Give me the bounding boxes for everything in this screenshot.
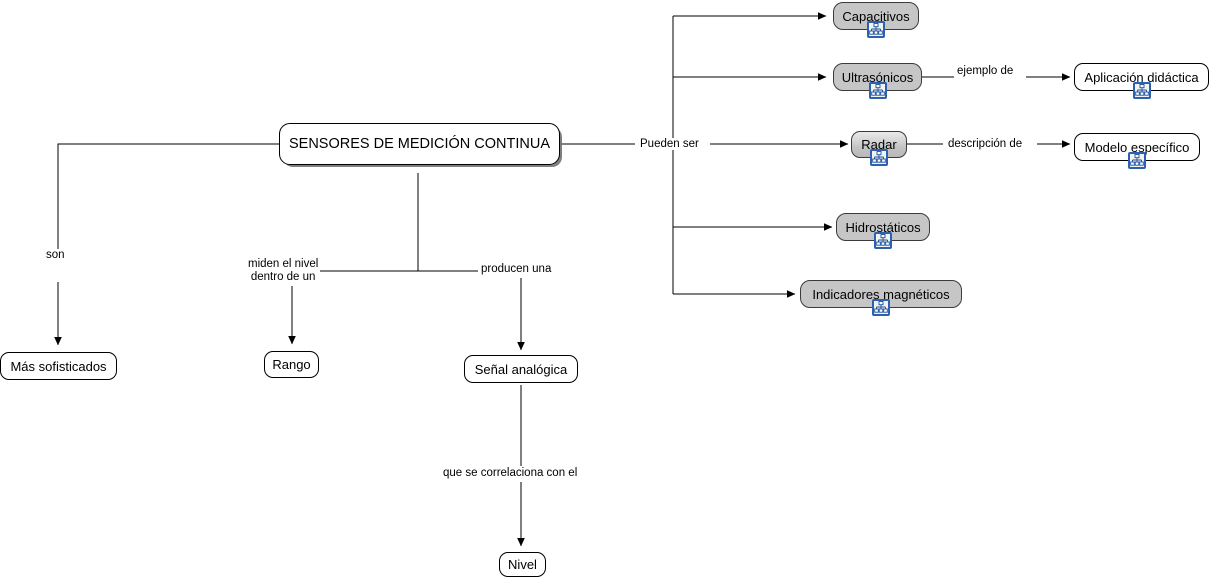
node-indicadores-magneticos[interactable]: Indicadores magnéticos — [800, 280, 962, 316]
node-mas-sofisticados[interactable]: Más sofisticados — [0, 352, 117, 380]
node-label: Radar — [861, 137, 897, 152]
node-aplicacion-didactica[interactable]: Aplicación didáctica — [1074, 63, 1209, 99]
node-label: Nivel — [508, 557, 537, 572]
node-label: Capacitivos — [842, 8, 910, 24]
link-label-descripcion-de: descripción de — [946, 138, 1025, 150]
link-label-pueden-ser: Pueden ser — [638, 138, 701, 150]
node-label: Ultrasónicos — [841, 69, 914, 85]
node-label: SENSORES DE MEDICIÓN CONTINUA — [288, 135, 551, 152]
node-label: Hidrostáticos — [845, 219, 921, 235]
node-label: Señal analógica — [474, 361, 568, 377]
node-sensores-de-medicion-continua[interactable]: SENSORES DE MEDICIÓN CONTINUA — [279, 123, 560, 165]
node-label: Rango — [272, 357, 311, 372]
node-label: Indicadores magnéticos — [812, 286, 950, 302]
subtopic-tree-icon[interactable] — [867, 21, 885, 38]
subtopic-tree-icon[interactable] — [874, 232, 892, 249]
node-rango[interactable]: Rango — [264, 351, 319, 378]
subtopic-tree-icon[interactable] — [1128, 152, 1146, 169]
node-senal-analogica[interactable]: Señal analógica — [464, 355, 578, 383]
subtopic-tree-icon[interactable] — [1132, 82, 1151, 99]
node-hidrostaticos[interactable]: Hidrostáticos — [836, 213, 930, 249]
subtopic-tree-icon[interactable] — [870, 149, 888, 166]
subtopic-tree-icon[interactable] — [868, 82, 887, 99]
node-capacitivos[interactable]: Capacitivos — [833, 2, 919, 38]
link-label-que-se-correlaciona-con-el: que se correlaciona con el — [441, 467, 580, 479]
link-label-miden-line2: dentro de un — [250, 271, 316, 283]
link-label-son: son — [44, 249, 67, 261]
link-label-producen-una: producen una — [479, 263, 554, 275]
link-label-ejemplo-de: ejemplo de — [955, 65, 1016, 77]
node-radar[interactable]: Radar — [851, 131, 907, 166]
edge-root-to-mas-sofisticados — [57, 143, 279, 252]
node-label: Modelo específico — [1084, 139, 1190, 155]
node-label: Aplicación didáctica — [1084, 69, 1199, 85]
subtopic-tree-icon[interactable] — [872, 299, 890, 316]
node-label: Más sofisticados — [10, 358, 107, 374]
link-label-miden-el-nivel-dentro-de-un: miden el nivel dentro de un — [246, 258, 321, 284]
node-nivel[interactable]: Nivel — [499, 552, 546, 577]
node-modelo-especifico[interactable]: Modelo específico — [1074, 133, 1200, 169]
link-label-miden-line1: miden el nivel — [248, 258, 319, 270]
node-ultrasonicos[interactable]: Ultrasónicos — [833, 63, 922, 99]
